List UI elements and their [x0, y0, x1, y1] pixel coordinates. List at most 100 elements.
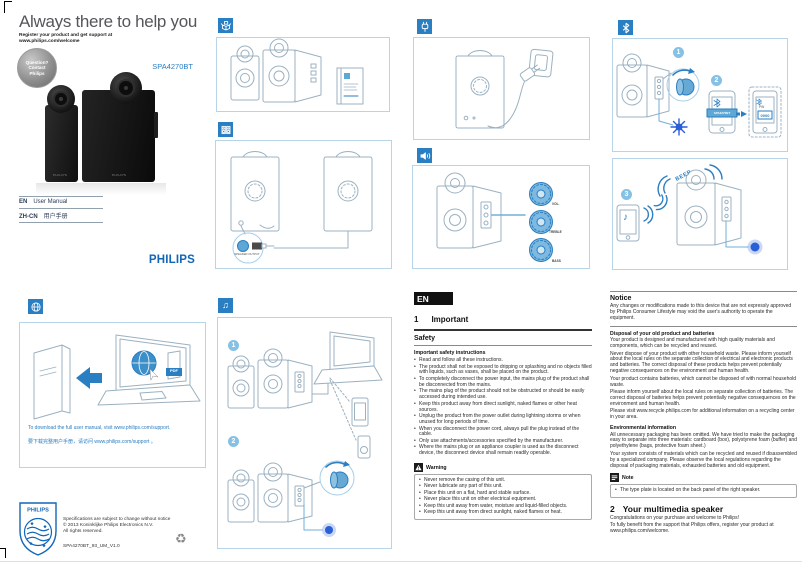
speaker-output-label: SPEAKER OUTPUT	[234, 252, 260, 256]
step-badge-2: 2	[228, 436, 239, 447]
paragraph: To fully benefit from the support that P…	[610, 522, 774, 535]
badge-line: Question?	[25, 59, 49, 65]
side-control-buttons	[154, 112, 158, 138]
right-speaker-image	[82, 90, 155, 182]
philips-shield-logo: PHILIPS	[19, 502, 57, 556]
warning-bullet: Keep this unit away from water, moisture…	[419, 503, 587, 510]
warning-header: Warning	[414, 463, 592, 473]
knob-label-bass: BASS	[552, 259, 561, 263]
paragraph: Your system consists of materials which …	[610, 450, 797, 469]
divider	[610, 291, 797, 292]
disposal-heading: Disposal of your old product and batteri…	[610, 330, 715, 337]
panel-power	[413, 37, 590, 140]
connect-illustration	[230, 151, 373, 264]
photo-reflection	[36, 183, 166, 195]
register-text: Register your product and get support at…	[19, 33, 112, 44]
power-illustration	[455, 48, 554, 129]
paragraph: Your product contains batteries, which c…	[610, 375, 797, 388]
manual-row-en: EN User Manual	[19, 197, 103, 209]
download-illustration	[33, 334, 201, 420]
note-bullet: The type plate is located on the back pa…	[615, 487, 792, 494]
lang-label: User Manual	[33, 199, 68, 205]
warning-bullet: Keep this unit away from direct sunlight…	[419, 509, 587, 516]
pdf-label: PDF	[170, 368, 178, 373]
chapter-number: 1	[414, 315, 419, 324]
note-box: The type plate is located on the back pa…	[610, 484, 797, 498]
note-icon	[610, 473, 619, 483]
chapter-title: Important	[431, 315, 469, 324]
lang-code: ZH-CN	[19, 213, 38, 220]
music-note-icon: ♪	[623, 212, 628, 223]
safety-bullet: Keep this product away from direct sunli…	[414, 401, 592, 414]
speaker-brand-label: PHILIPS	[53, 173, 68, 177]
chapter2-paragraphs: Congratulations on your purchase and wel…	[610, 514, 797, 535]
aux-illustration	[227, 331, 383, 537]
chapter-title: Your multimedia speaker	[622, 503, 724, 514]
cover-title: Always there to help you	[19, 12, 198, 31]
badge-line: Contact	[28, 65, 46, 71]
safety-bullet: Where the mains plug or an appliance cou…	[414, 445, 592, 457]
divider	[610, 325, 797, 327]
document-code: SPA4270BT_93_UM_V1.0	[63, 544, 120, 549]
environment-paragraphs: All unnecessary packaging has been omitt…	[610, 431, 797, 470]
crop-mark-top-left	[4, 1, 12, 13]
safety-heading: Safety	[414, 335, 436, 342]
step-badge-2: 2	[711, 75, 722, 86]
unpack-box-icon	[218, 18, 233, 33]
safety-bullet: Read and follow all these instructions.	[414, 357, 592, 364]
left-speaker-image	[45, 105, 78, 182]
specifications-text: Specifications are subject to change wit…	[63, 517, 170, 535]
model-number: SPA4270BT	[152, 62, 193, 71]
section-important: EN 1 Important Safety Important safety i…	[414, 292, 592, 521]
register-line2: www.philips.com/welcome	[19, 38, 80, 44]
section-notice: Notice Any changes or modifications made…	[610, 291, 797, 537]
copyright-line: © 2013 Koninklijke Philips Electronics N…	[63, 523, 154, 528]
phone-device-name: SPA4270BT	[713, 110, 731, 115]
pin-label: PIN	[759, 105, 765, 109]
bluetooth-pair-illustration	[616, 53, 782, 138]
divider	[414, 345, 592, 346]
warning-box: Never remove the casing of this unit. Ne…	[414, 474, 592, 521]
recycle-icon: ♻	[175, 531, 187, 546]
environment-heading: Environmental information	[610, 425, 677, 431]
paragraph: Please visit www.recycle.philips.com for…	[610, 408, 795, 421]
lang-code: EN	[19, 199, 28, 205]
power-plug-icon	[417, 19, 432, 34]
warning-title: Warning	[426, 464, 447, 471]
warning-icon	[414, 463, 423, 473]
panel-connect: SPEAKER OUTPUT	[215, 140, 392, 269]
safety-bullet: When you disconnect the power cord, alwa…	[414, 426, 592, 439]
right-speaker-dome	[110, 72, 142, 104]
panel-bluetooth-play: 3 ♪ BEEP	[612, 158, 788, 270]
philips-wordmark: PHILIPS	[148, 254, 195, 266]
bluetooth-icon	[618, 20, 633, 35]
safety-bullet: The mains plug of the product should not…	[414, 388, 592, 401]
chapter-number: 2	[610, 503, 615, 514]
warning-bullet: Never place this unit on other electrica…	[419, 496, 587, 503]
notice-heading: Notice	[610, 295, 632, 302]
step-badge-1: 1	[673, 47, 684, 58]
warning-bullet: Never remove the casing of this unit.	[419, 477, 587, 484]
panel-volume: VOL. TREBLE BASS	[412, 165, 590, 269]
safety-bullet: Unplug the product from the power outlet…	[414, 413, 592, 426]
note-title: Note	[622, 474, 634, 481]
paragraph: Congratulations on your purchase and wel…	[610, 514, 739, 521]
note-bullet-list: The type plate is located on the back pa…	[615, 487, 792, 494]
bluetooth-play-illustration	[616, 164, 763, 255]
language-tag: EN	[414, 292, 453, 305]
spec-line: Specifications are subject to change wit…	[63, 517, 171, 522]
step-badge-3: 3	[621, 189, 632, 200]
page-edge-line	[0, 561, 802, 562]
divider	[414, 329, 592, 331]
paragraph: All unnecessary packaging has been omitt…	[610, 431, 797, 450]
download-caption-zh: 要下载完整用户手册，请访问 www.philips.com/support 。	[28, 439, 156, 445]
knob-label-treble: TREBLE	[549, 230, 562, 234]
music-note-icon: ♫	[218, 298, 233, 313]
panel-aux: 1 2	[217, 317, 392, 549]
knob-label-vol: VOL.	[552, 202, 560, 206]
speaker-brand-label: PHILIPS	[112, 173, 127, 177]
download-caption-en: To download the full user manual, visit …	[28, 425, 171, 431]
